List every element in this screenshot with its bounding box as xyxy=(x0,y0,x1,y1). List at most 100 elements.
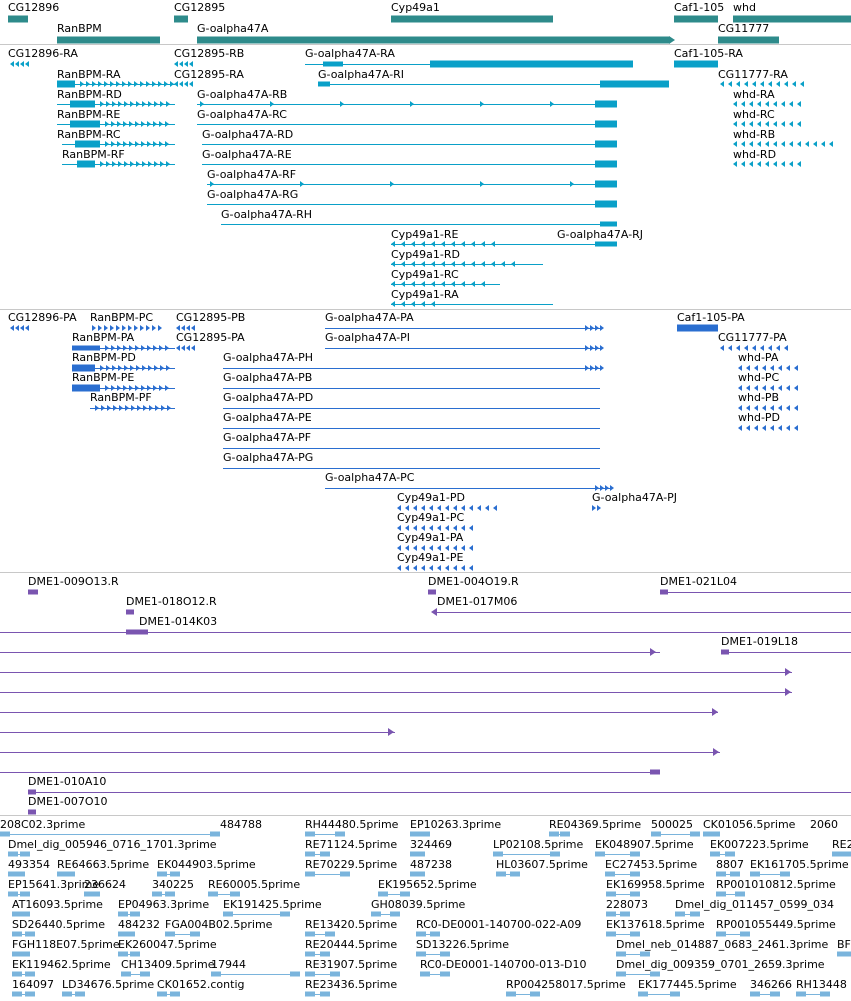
feature-glyph[interactable] xyxy=(152,894,175,895)
feature-label[interactable]: EK044903.5prime xyxy=(157,858,256,871)
feature-glyph[interactable] xyxy=(323,61,343,67)
feature-label[interactable]: EK169958.5prime xyxy=(606,878,705,891)
feature-label[interactable]: CK01056.5prime xyxy=(703,818,796,831)
feature-label[interactable]: Dmel_neb_014887_0683_2461.3prime xyxy=(616,938,829,951)
feature-label[interactable]: RanBPM-PF xyxy=(90,391,152,404)
feature-label[interactable]: DME1-021L04 xyxy=(660,575,737,588)
feature-glyph[interactable] xyxy=(330,971,340,977)
feature-glyph[interactable] xyxy=(211,971,221,977)
feature-label[interactable]: 208C02.3prime xyxy=(0,818,86,831)
feature-label[interactable]: LD34676.5prime xyxy=(62,978,155,991)
feature-glyph[interactable] xyxy=(606,934,640,935)
feature-label[interactable]: whd-PA xyxy=(738,351,779,364)
feature-glyph[interactable] xyxy=(223,914,290,915)
feature-glyph[interactable] xyxy=(725,851,735,857)
feature-glyph[interactable] xyxy=(140,971,150,977)
feature-glyph[interactable] xyxy=(716,894,745,895)
feature-glyph[interactable] xyxy=(440,971,450,977)
feature-label[interactable]: RE64663.5prime xyxy=(57,858,150,871)
feature-label[interactable]: Caf1-105 xyxy=(674,1,725,14)
feature-label[interactable]: G-oalpha47A-PB xyxy=(223,371,313,384)
feature-glyph[interactable] xyxy=(0,732,395,733)
feature-label[interactable]: Cyp49a1-RD xyxy=(391,248,460,261)
feature-label[interactable]: Cyp49a1-PC xyxy=(397,511,465,524)
feature-label[interactable]: EC27453.5prime xyxy=(605,858,698,871)
feature-label[interactable]: Cyp49a1-RC xyxy=(391,268,459,281)
feature-glyph[interactable] xyxy=(202,144,617,145)
feature-glyph[interactable] xyxy=(595,241,617,247)
feature-glyph[interactable] xyxy=(12,971,22,977)
feature-glyph[interactable] xyxy=(130,911,140,917)
feature-glyph[interactable] xyxy=(750,874,790,875)
feature-glyph[interactable] xyxy=(170,871,180,877)
feature-glyph[interactable] xyxy=(174,15,188,23)
feature-label[interactable]: Dmel_dig_011457_0599_034 xyxy=(675,898,835,911)
feature-glyph[interactable] xyxy=(62,991,72,997)
feature-glyph[interactable] xyxy=(750,994,780,995)
feature-label[interactable]: DME1-018O12.R xyxy=(126,595,217,608)
feature-glyph[interactable] xyxy=(65,871,75,877)
feature-glyph[interactable] xyxy=(223,468,600,469)
feature-glyph[interactable] xyxy=(36,792,851,793)
feature-glyph[interactable] xyxy=(595,160,617,168)
feature-label[interactable]: CG12895-PA xyxy=(176,331,245,344)
feature-glyph[interactable] xyxy=(675,911,685,917)
feature-label[interactable]: G-oalpha47A-PD xyxy=(223,391,314,404)
feature-glyph[interactable] xyxy=(28,589,38,595)
feature-label[interactable]: EK191425.5prime xyxy=(223,898,322,911)
feature-glyph[interactable] xyxy=(20,891,30,897)
feature-glyph[interactable] xyxy=(121,971,131,977)
feature-glyph[interactable] xyxy=(716,891,726,897)
feature-glyph[interactable] xyxy=(595,140,617,148)
feature-label[interactable]: G-oalpha47A-RE xyxy=(202,148,292,161)
feature-glyph[interactable] xyxy=(208,891,218,897)
feature-glyph[interactable] xyxy=(410,831,420,837)
feature-label[interactable]: Cyp49a1 xyxy=(391,1,440,14)
feature-glyph[interactable] xyxy=(506,991,516,997)
feature-label[interactable]: CG12895-RB xyxy=(174,47,245,60)
feature-label[interactable]: RP004258017.5prime xyxy=(506,978,626,991)
feature-label[interactable]: RH44480.5prime xyxy=(305,818,399,831)
feature-label[interactable]: EK195652.5prime xyxy=(378,878,477,891)
feature-glyph[interactable] xyxy=(305,991,315,997)
feature-glyph[interactable] xyxy=(335,831,345,837)
feature-glyph[interactable] xyxy=(197,124,617,125)
feature-glyph[interactable] xyxy=(208,894,240,895)
feature-glyph[interactable] xyxy=(12,974,35,975)
feature-glyph[interactable] xyxy=(620,911,630,917)
feature-glyph[interactable] xyxy=(437,612,851,613)
feature-glyph[interactable] xyxy=(595,100,617,108)
feature-glyph[interactable] xyxy=(207,204,617,205)
feature-glyph[interactable] xyxy=(605,871,615,877)
feature-label[interactable]: 484232 xyxy=(118,918,160,931)
feature-glyph[interactable] xyxy=(600,221,617,227)
feature-glyph[interactable] xyxy=(211,974,300,975)
feature-glyph[interactable] xyxy=(391,15,553,23)
feature-label[interactable]: 493354 xyxy=(8,858,50,871)
feature-glyph[interactable] xyxy=(391,244,617,245)
feature-glyph[interactable] xyxy=(770,991,780,997)
feature-label[interactable]: 8807 xyxy=(716,858,744,871)
feature-glyph[interactable] xyxy=(710,854,735,855)
feature-label[interactable]: G-oalpha47A-PJ xyxy=(592,491,678,504)
feature-glyph[interactable] xyxy=(650,769,660,775)
feature-glyph[interactable] xyxy=(0,752,720,753)
feature-glyph[interactable] xyxy=(690,831,700,837)
feature-glyph[interactable] xyxy=(325,348,600,349)
feature-glyph[interactable] xyxy=(57,104,175,105)
feature-label[interactable]: whd-PD xyxy=(738,411,781,424)
feature-label[interactable]: RC0-DE0001-140700-013-D10 xyxy=(420,958,587,971)
feature-label[interactable]: RanBPM-PD xyxy=(72,351,136,364)
feature-label[interactable]: 340225 xyxy=(152,878,194,891)
feature-glyph[interactable] xyxy=(8,871,18,877)
feature-label[interactable]: whd-RA xyxy=(733,88,775,101)
feature-label[interactable]: whd-RB xyxy=(733,128,776,141)
feature-glyph[interactable] xyxy=(690,911,700,917)
feature-label[interactable]: Cyp49a1-PA xyxy=(397,531,464,544)
feature-glyph[interactable] xyxy=(710,851,720,857)
feature-glyph[interactable] xyxy=(378,894,410,895)
feature-glyph[interactable] xyxy=(305,994,330,995)
feature-glyph[interactable] xyxy=(197,104,617,105)
feature-glyph[interactable] xyxy=(415,851,425,857)
feature-glyph[interactable] xyxy=(12,931,22,937)
